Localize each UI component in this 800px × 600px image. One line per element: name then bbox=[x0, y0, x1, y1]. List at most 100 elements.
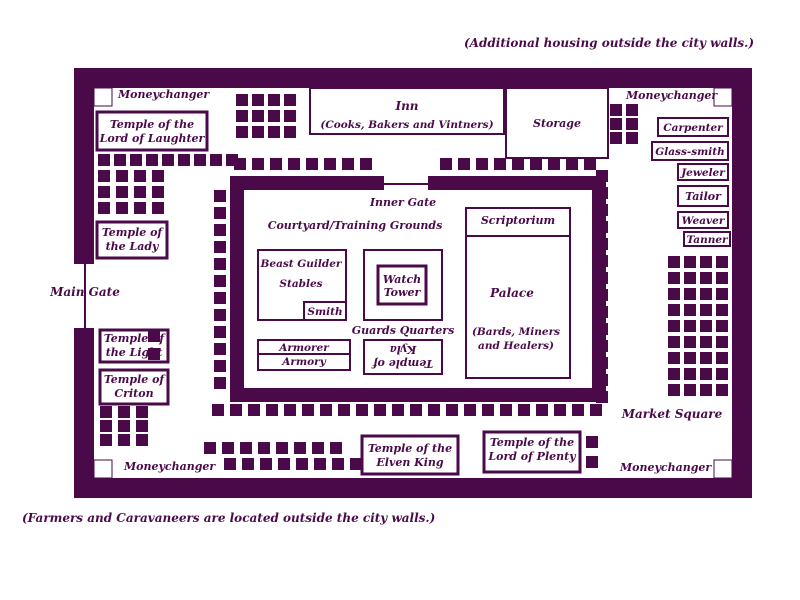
house-block bbox=[464, 404, 476, 416]
house-block bbox=[716, 304, 728, 316]
temple-laughter-label-2: Lord of Laughter bbox=[99, 132, 206, 145]
main-gate-label: Main Gate bbox=[49, 285, 120, 299]
palace-label: Palace bbox=[489, 286, 534, 300]
house-block bbox=[130, 154, 142, 166]
moneychanger-bottom-right-label: Moneychanger bbox=[619, 461, 712, 474]
temple-lady-label-2: the Lady bbox=[106, 240, 160, 253]
storage-label: Storage bbox=[533, 117, 581, 130]
palace-sub-label-2: and Healers) bbox=[478, 340, 554, 352]
house-block bbox=[258, 442, 270, 454]
house-block bbox=[284, 404, 296, 416]
house-block bbox=[610, 132, 622, 144]
house-block bbox=[136, 420, 148, 432]
house-block bbox=[288, 158, 300, 170]
house-block bbox=[700, 336, 712, 348]
house-block bbox=[410, 404, 422, 416]
smith-building bbox=[303, 301, 347, 321]
house-block bbox=[596, 357, 608, 369]
courtyard-label: Courtyard/Training Grounds bbox=[268, 219, 443, 232]
house-block bbox=[118, 406, 130, 418]
house-block bbox=[260, 458, 272, 470]
house-block bbox=[626, 132, 638, 144]
house-block bbox=[284, 126, 296, 138]
house-block bbox=[392, 404, 404, 416]
temple-elven-king-building bbox=[360, 434, 460, 476]
house-block bbox=[500, 404, 512, 416]
house-block bbox=[596, 204, 608, 216]
house-block bbox=[668, 304, 680, 316]
tailor-label: Tailor bbox=[685, 190, 722, 203]
house-block bbox=[116, 186, 128, 198]
armorer-label: Armorer bbox=[278, 342, 330, 354]
house-block bbox=[212, 404, 224, 416]
temple-criton-label-1: Temple of bbox=[104, 373, 167, 386]
house-block bbox=[586, 436, 598, 448]
house-block bbox=[242, 458, 254, 470]
house-block bbox=[668, 352, 680, 364]
house-block bbox=[252, 94, 264, 106]
house-block bbox=[162, 154, 174, 166]
house-block bbox=[684, 368, 696, 380]
watch-tower-outer bbox=[363, 249, 443, 321]
house-block bbox=[116, 202, 128, 214]
house-block bbox=[224, 458, 236, 470]
house-block bbox=[668, 272, 680, 284]
house-block bbox=[610, 104, 622, 116]
housing-blocks bbox=[98, 94, 728, 470]
house-block bbox=[536, 404, 548, 416]
house-block bbox=[332, 458, 344, 470]
house-block bbox=[266, 404, 278, 416]
temple-criton-label-2: Criton bbox=[114, 387, 153, 400]
city-wall bbox=[74, 68, 752, 498]
house-block bbox=[684, 304, 696, 316]
house-block bbox=[214, 326, 226, 338]
house-block bbox=[306, 158, 318, 170]
temple-criton-building bbox=[98, 368, 170, 406]
temple-lady-building bbox=[95, 220, 169, 260]
house-block bbox=[494, 158, 506, 170]
house-block bbox=[668, 288, 680, 300]
temple-plenty-building bbox=[482, 430, 582, 474]
house-block bbox=[668, 256, 680, 268]
house-block bbox=[284, 94, 296, 106]
house-block bbox=[252, 110, 264, 122]
palace-building bbox=[465, 207, 571, 379]
house-block bbox=[324, 158, 336, 170]
house-block bbox=[596, 391, 608, 403]
house-block bbox=[222, 442, 234, 454]
storage-building bbox=[505, 87, 609, 159]
house-block bbox=[230, 404, 242, 416]
house-block bbox=[596, 255, 608, 267]
house-block bbox=[584, 158, 596, 170]
house-block bbox=[134, 202, 146, 214]
house-block bbox=[458, 158, 470, 170]
palace-sub-label-1: (Bards, Miners bbox=[472, 326, 560, 338]
house-block bbox=[668, 336, 680, 348]
house-block bbox=[700, 320, 712, 332]
house-block bbox=[146, 154, 158, 166]
house-block bbox=[596, 238, 608, 250]
house-block bbox=[590, 404, 602, 416]
house-block bbox=[700, 368, 712, 380]
house-block bbox=[596, 306, 608, 318]
house-block bbox=[98, 202, 110, 214]
house-block bbox=[152, 170, 164, 182]
moneychanger-bottom-left-label: Moneychanger bbox=[123, 460, 216, 473]
house-block bbox=[226, 154, 238, 166]
house-block bbox=[268, 94, 280, 106]
temple-light-label-1: Temple of bbox=[104, 332, 167, 345]
jeweler-label: Jeweler bbox=[679, 167, 726, 179]
house-block bbox=[668, 384, 680, 396]
watch-tower-label-1: Watch bbox=[383, 273, 421, 286]
house-block bbox=[236, 110, 248, 122]
house-block bbox=[100, 406, 112, 418]
watch-tower-inner bbox=[376, 264, 428, 306]
house-block bbox=[214, 377, 226, 389]
house-block bbox=[374, 404, 386, 416]
temple-kyla-label-1: Temple of bbox=[371, 357, 434, 370]
house-block bbox=[136, 434, 148, 446]
house-block bbox=[320, 404, 332, 416]
house-block bbox=[338, 404, 350, 416]
carpenter-building bbox=[657, 117, 729, 137]
